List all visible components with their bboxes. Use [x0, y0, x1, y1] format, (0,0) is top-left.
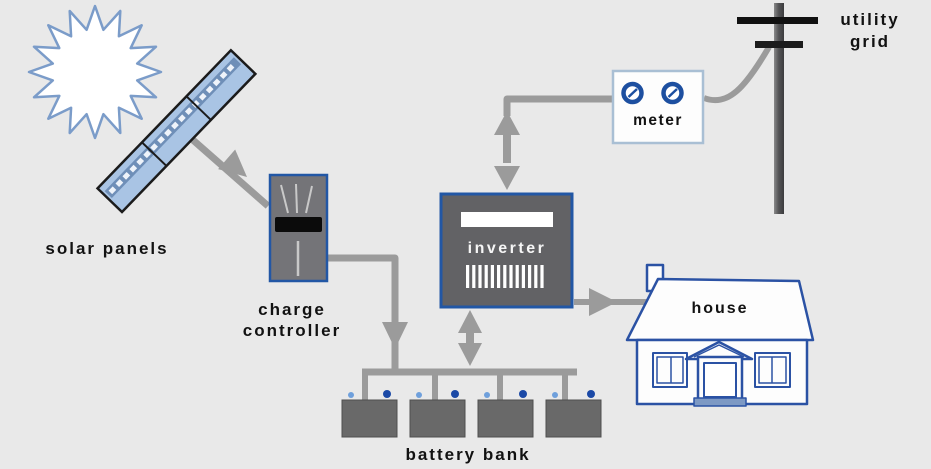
battery-terminal-neg — [348, 392, 354, 398]
battery-3 — [477, 390, 534, 438]
house-label: house — [691, 300, 749, 317]
charge-controller-label: charge controller — [242, 300, 342, 340]
meter-gauge-left — [621, 81, 644, 105]
wire-controller-to-batteries — [327, 254, 408, 372]
utility-grid-label: utility grid — [840, 10, 900, 51]
inverter-grille — [466, 265, 544, 288]
inverter-display-bar — [461, 212, 553, 227]
inverter-label: inverter — [467, 240, 547, 257]
battery-4 — [545, 390, 602, 438]
solar-panel-icon — [95, 48, 258, 214]
battery-1 — [341, 390, 398, 438]
solar-panels-label: solar panels — [45, 239, 169, 258]
meter-icon — [611, 69, 705, 145]
meter-gauge-right — [661, 81, 684, 105]
house-window-right — [754, 352, 791, 388]
sun-icon — [27, 4, 163, 140]
battery-terminal-neg — [416, 392, 422, 398]
charge-controller-icon — [268, 173, 329, 283]
battery-terminal-pos — [519, 390, 527, 398]
battery-2 — [409, 390, 466, 438]
house-icon — [625, 263, 815, 407]
wires — [182, 45, 772, 401]
battery-bank-label: battery bank — [405, 445, 531, 464]
house-window-left — [652, 352, 688, 388]
pole-crossbar-top — [737, 17, 818, 24]
battery-terminal-pos — [451, 390, 459, 398]
inverter-icon — [439, 192, 574, 309]
pole-crossbar-bottom — [755, 41, 803, 48]
wire-meter-to-pole — [702, 45, 772, 104]
battery-terminal-pos — [383, 390, 391, 398]
wire-inverter-to-house — [574, 288, 652, 316]
battery-terminal-neg — [552, 392, 558, 398]
house-door — [684, 340, 754, 407]
wire-battery-bus — [362, 368, 577, 401]
wire-inverter-to-meter — [494, 95, 613, 190]
utility-pole-icon — [737, 3, 818, 214]
meter-label: meter — [633, 112, 683, 129]
house-door-step — [693, 397, 747, 407]
battery-terminal-pos — [587, 390, 595, 398]
wire-panel-to-controller — [182, 130, 271, 209]
battery-bank-icon — [341, 390, 602, 438]
arrow-inverter-batteries-two-way — [458, 310, 482, 366]
battery-terminal-neg — [484, 392, 490, 398]
